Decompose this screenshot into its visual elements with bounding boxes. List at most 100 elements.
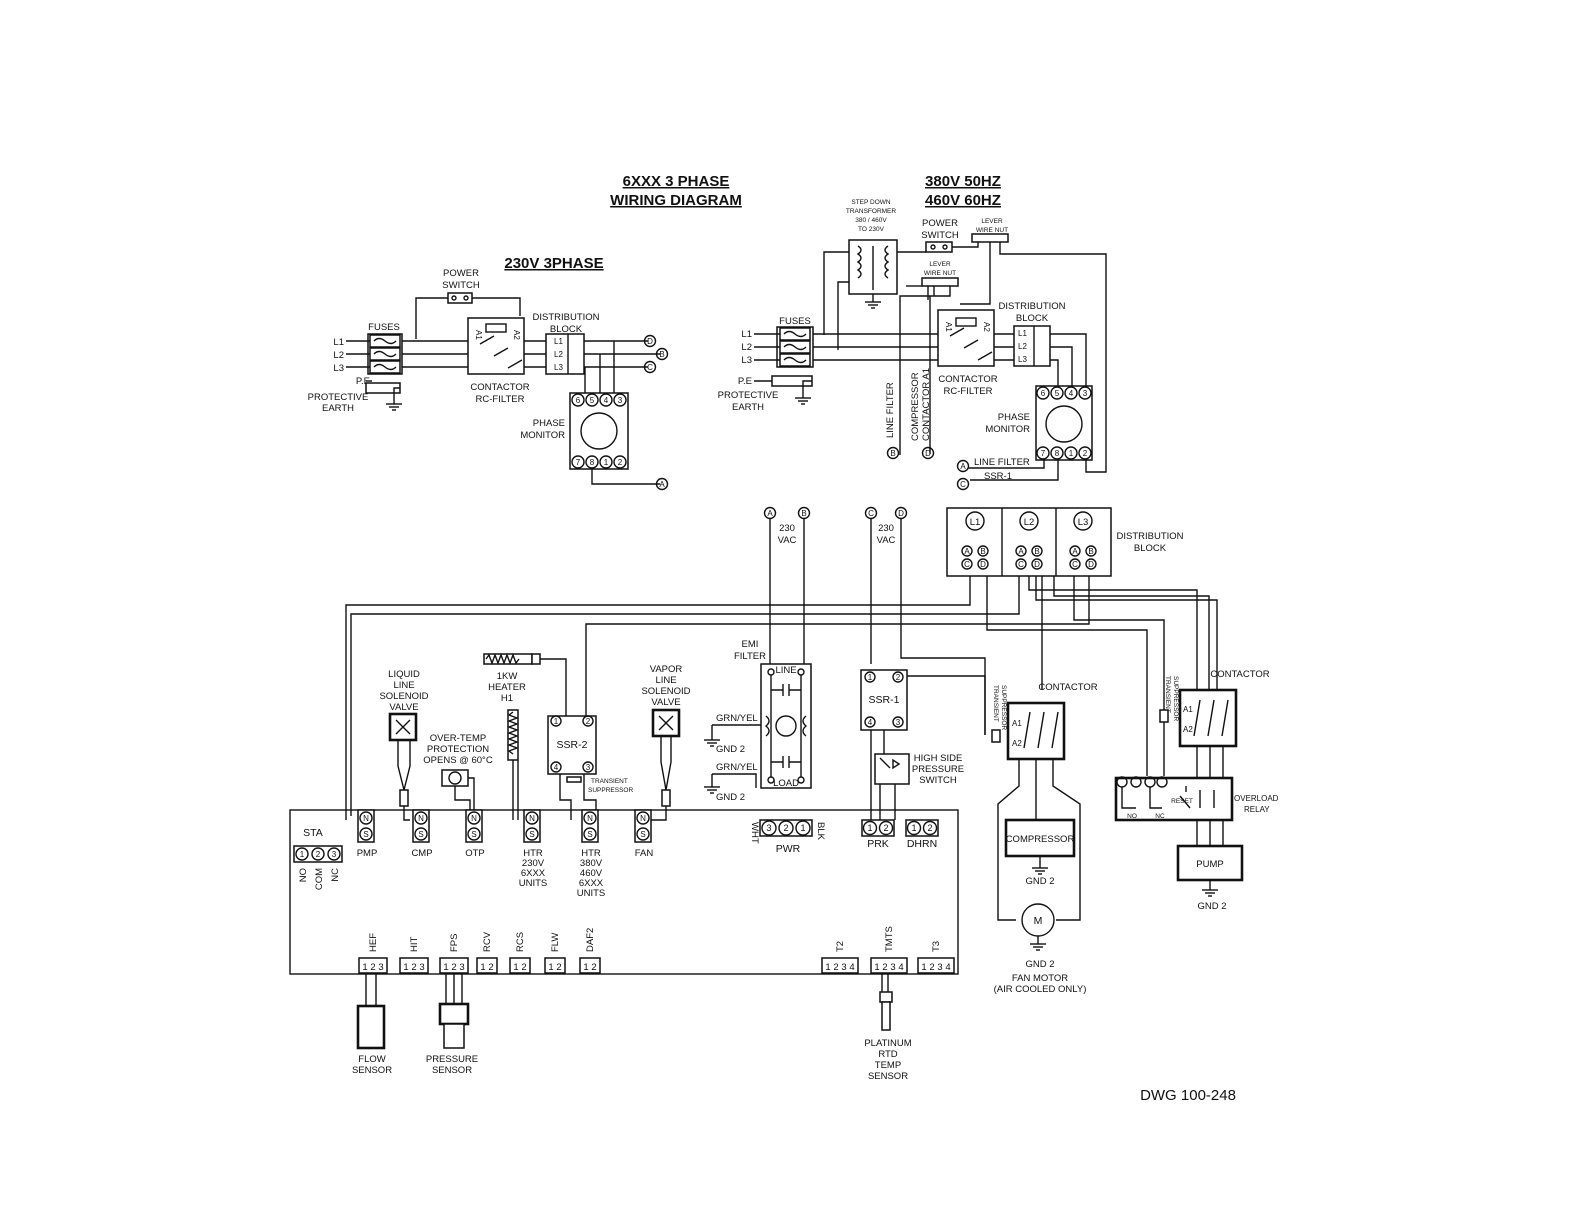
svg-text:LINE: LINE	[775, 665, 796, 676]
svg-text:A1: A1	[1012, 719, 1022, 728]
svg-text:230: 230	[779, 523, 795, 534]
right-marker-D	[921, 446, 935, 460]
pwr-blk: BLK	[815, 822, 826, 841]
svg-text:A2: A2	[982, 322, 991, 332]
svg-text:A1: A1	[474, 330, 483, 340]
svg-text:PHASE: PHASE	[533, 418, 565, 429]
right-pm-top-4	[1064, 386, 1078, 400]
terminal-pin: 2	[451, 962, 456, 973]
compressor-contactor	[1006, 701, 1066, 761]
title-line2: WIRING DIAGRAM	[610, 192, 742, 209]
left-pm-bottom-7-label: 7	[576, 458, 581, 467]
svg-text:SWITCH: SWITCH	[921, 230, 959, 241]
terminal-label: FAN	[635, 848, 654, 859]
svg-text:SSR-1: SSR-1	[984, 471, 1012, 482]
terminal-n-label: N	[529, 814, 535, 823]
feed-marker-B-label: B	[801, 509, 806, 518]
terminal-s	[525, 827, 539, 841]
svg-text:FILTER: FILTER	[734, 651, 766, 662]
dist-head-label: L1	[970, 517, 981, 528]
svg-text:SSR-2: SSR-2	[557, 739, 588, 751]
terminal-label: HTR	[523, 848, 543, 859]
dist-pin	[1015, 558, 1027, 570]
control-board	[289, 809, 959, 975]
pump-contactor	[1178, 688, 1238, 748]
svg-text:OVER-TEMP: OVER-TEMP	[430, 733, 486, 744]
terminal-pin: 2	[591, 962, 596, 973]
pwr-label: PWR	[776, 843, 801, 855]
emi-filter: EMI FILTER LINE LOAD	[734, 639, 812, 789]
svg-text:EARTH: EARTH	[322, 403, 354, 414]
terminal-fan	[634, 809, 652, 843]
dist-pin-label: B	[980, 547, 985, 556]
terminal-pin: 3	[459, 962, 464, 973]
left-marker-B-label: B	[659, 350, 664, 359]
left-pm-top-6	[571, 393, 585, 407]
svg-text:LINE FILTER: LINE FILTER	[885, 382, 896, 438]
right-marker-C-label: C	[960, 480, 966, 489]
svg-text:CONTACTOR A1: CONTACTOR A1	[921, 368, 932, 441]
svg-text:(AIR COOLED ONLY): (AIR COOLED ONLY)	[994, 984, 1087, 995]
left-marker-C-label: C	[647, 363, 653, 372]
dist-pin	[1015, 545, 1027, 557]
pwr-pin-1	[795, 820, 811, 836]
svg-text:PROTECTIVE: PROTECTIVE	[718, 390, 779, 401]
svg-text:POWER: POWER	[922, 218, 958, 229]
right-pm-top-6-label: 6	[1041, 389, 1046, 398]
terminal-n-label: N	[363, 814, 369, 823]
left-fuses-label: FUSES	[368, 322, 400, 333]
terminal-t3	[917, 957, 955, 974]
right-pm-bottom-7	[1036, 446, 1050, 460]
dist-pin	[1031, 558, 1043, 570]
terminal-pin: 2	[370, 962, 375, 973]
svg-text:BLOCK: BLOCK	[1016, 313, 1049, 324]
svg-text:STEP DOWN: STEP DOWN	[851, 199, 891, 206]
left-power-switch-2: SWITCH	[442, 280, 480, 291]
terminal-pin: 2	[488, 962, 493, 973]
left-pm-bottom-8	[585, 455, 599, 469]
svg-text:STA: STA	[303, 827, 323, 839]
left-distribution-block	[545, 333, 585, 375]
svg-text:PHASE: PHASE	[998, 412, 1030, 423]
terminal-pin: 3	[937, 962, 942, 973]
right-marker-A-label: A	[960, 462, 966, 471]
terminal-label: 230V	[522, 858, 545, 869]
terminal-n	[467, 811, 481, 825]
terminal-label-daf2: DAF2	[585, 928, 596, 952]
terminal-pin: 2	[521, 962, 526, 973]
overload-relay	[1114, 776, 1234, 822]
terminal-pin: 3	[378, 962, 383, 973]
terminal-label-t2: T2	[835, 941, 846, 952]
terminal-n	[359, 811, 373, 825]
svg-text:OPENS @ 60°C: OPENS @ 60°C	[423, 755, 493, 766]
left-marker-B	[655, 347, 669, 361]
right-pm-bottom-8	[1050, 446, 1064, 460]
dist-pin	[961, 545, 973, 557]
left-contactor	[467, 317, 525, 375]
svg-text:TRANSIENT: TRANSIENT	[992, 685, 999, 722]
ssr2-pin-4	[550, 761, 562, 773]
overload-pin-96	[1130, 776, 1142, 788]
ssr2-pin-1	[550, 715, 562, 727]
dist-pin-label: D	[980, 560, 986, 569]
right-pm-top-4-label: 4	[1069, 389, 1074, 398]
svg-text:SENSOR: SENSOR	[868, 1071, 908, 1082]
dist-pin-label: B	[1034, 547, 1039, 556]
terminal-s-label: S	[418, 830, 423, 839]
ssr2-pin-2-label: 2	[586, 717, 591, 726]
svg-text:GRN/YEL: GRN/YEL	[716, 713, 758, 724]
svg-text:A1: A1	[1183, 705, 1193, 714]
terminal-label-t3: T3	[931, 941, 942, 952]
left-heading: 230V 3PHASE	[504, 255, 603, 272]
svg-text:L3: L3	[1018, 355, 1027, 364]
dist-pin-label: A	[1018, 547, 1024, 556]
left-pm-top-6-label: 6	[576, 396, 581, 405]
overload-pin-98	[1156, 776, 1168, 788]
svg-text:LINE FILTER: LINE FILTER	[974, 457, 1030, 468]
dist-pin-label: C	[1018, 560, 1024, 569]
dist-head-label: L3	[1078, 517, 1089, 528]
svg-text:WIRE NUT: WIRE NUT	[976, 227, 1008, 234]
pwr-pin-2	[778, 820, 794, 836]
